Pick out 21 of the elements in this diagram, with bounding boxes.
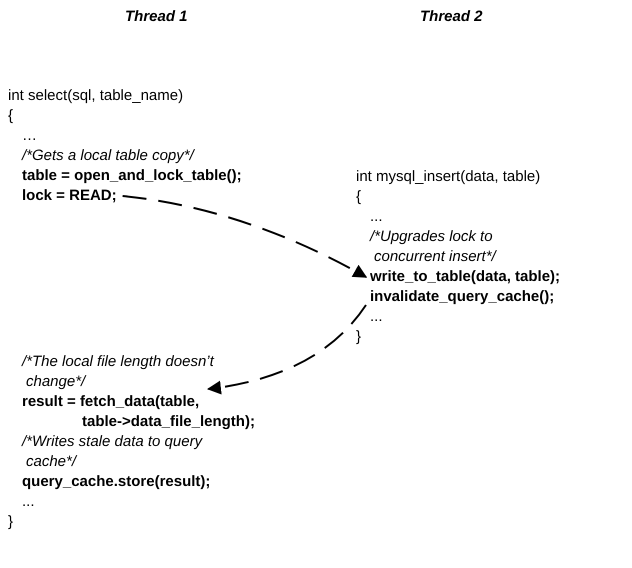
- ellipsis: ...: [370, 307, 383, 327]
- code-statement: invalidate_query_cache();: [370, 287, 554, 307]
- column-heading: Thread 2: [420, 8, 483, 25]
- code-comment: /*Gets a local table copy*/: [22, 146, 194, 166]
- arrow: [122, 195, 368, 278]
- function-signature: int select(sql, table_name): [8, 86, 184, 106]
- code-statement: table = open_and_lock_table();: [22, 166, 242, 186]
- code-statement: query_cache.store(result);: [22, 472, 210, 492]
- ellipsis: ...: [22, 492, 35, 512]
- code-statement: result = fetch_data(table, table->data_file_length);: [22, 392, 255, 432]
- function-signature: int mysql_insert(data, table): [356, 167, 540, 187]
- arrow: [206, 304, 367, 394]
- code-statement: write_to_table(data, table);: [370, 267, 560, 287]
- code-statement: lock = READ;: [22, 186, 117, 206]
- ellipsis: …: [22, 126, 37, 146]
- ellipsis: ...: [370, 207, 383, 227]
- brace: }: [356, 327, 362, 347]
- brace: {: [356, 187, 362, 207]
- brace: }: [8, 512, 14, 532]
- brace: {: [8, 106, 14, 126]
- column-heading: Thread 1: [125, 8, 188, 25]
